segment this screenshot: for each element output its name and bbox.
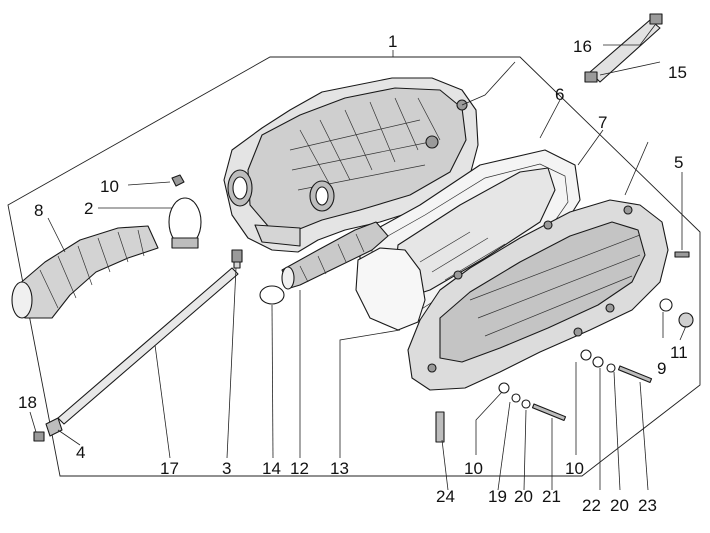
callout-10a: 10 — [100, 177, 119, 196]
callout-2: 2 — [84, 199, 93, 218]
drain-clip — [45, 417, 63, 437]
callout-7: 7 — [598, 113, 607, 132]
drain-pipe — [57, 267, 239, 425]
callout-4: 4 — [76, 443, 85, 462]
washer-10a — [580, 349, 592, 361]
callout-24: 24 — [436, 487, 455, 506]
screw — [231, 249, 243, 269]
air-box-cover — [407, 199, 669, 391]
nut-top — [171, 174, 185, 187]
washer-20a — [521, 399, 531, 409]
hose-clamp — [168, 197, 202, 249]
callout-23: 23 — [638, 496, 657, 515]
washer-22 — [592, 356, 604, 368]
callout-19: 19 — [488, 487, 507, 506]
washer-20b — [606, 363, 616, 373]
callout-1: 1 — [388, 32, 397, 51]
washer-9 — [659, 298, 673, 312]
bolt-21 — [531, 403, 567, 421]
callout-16: 16 — [573, 37, 592, 56]
bolt-23 — [617, 365, 653, 383]
washer-10b — [498, 382, 510, 394]
callout-labels: 1 2 3 4 5 6 7 8 9 10 10 10 11 12 13 14 1… — [18, 32, 688, 515]
callout-18: 18 — [18, 393, 37, 412]
breather-tube — [584, 13, 663, 83]
cap-11 — [678, 312, 694, 328]
lower-gasket — [355, 247, 426, 331]
callout-5: 5 — [674, 153, 683, 172]
callout-21: 21 — [542, 487, 561, 506]
callout-14: 14 — [262, 459, 281, 478]
callout-9: 9 — [657, 359, 666, 378]
callout-12: 12 — [290, 459, 309, 478]
callout-8: 8 — [34, 201, 43, 220]
connecting-hose — [281, 221, 389, 290]
callout-22: 22 — [582, 496, 601, 515]
assembly-frame — [7, 56, 701, 477]
cover-screw — [674, 251, 690, 258]
callout-10b: 10 — [464, 459, 483, 478]
callout-15: 15 — [668, 63, 687, 82]
leader-lines — [29, 24, 687, 491]
callout-3: 3 — [222, 459, 231, 478]
callout-17: 17 — [160, 459, 179, 478]
callout-11: 11 — [670, 343, 688, 362]
bolt-24 — [435, 411, 445, 443]
callout-10c: 10 — [565, 459, 584, 478]
callout-13: 13 — [330, 459, 349, 478]
callout-6: 6 — [555, 85, 564, 104]
callout-20b: 20 — [610, 496, 629, 515]
drain-plug — [33, 431, 45, 442]
intake-duct — [11, 225, 159, 319]
washer-19 — [511, 393, 521, 403]
small-clamp — [259, 285, 285, 305]
callout-20a: 20 — [514, 487, 533, 506]
